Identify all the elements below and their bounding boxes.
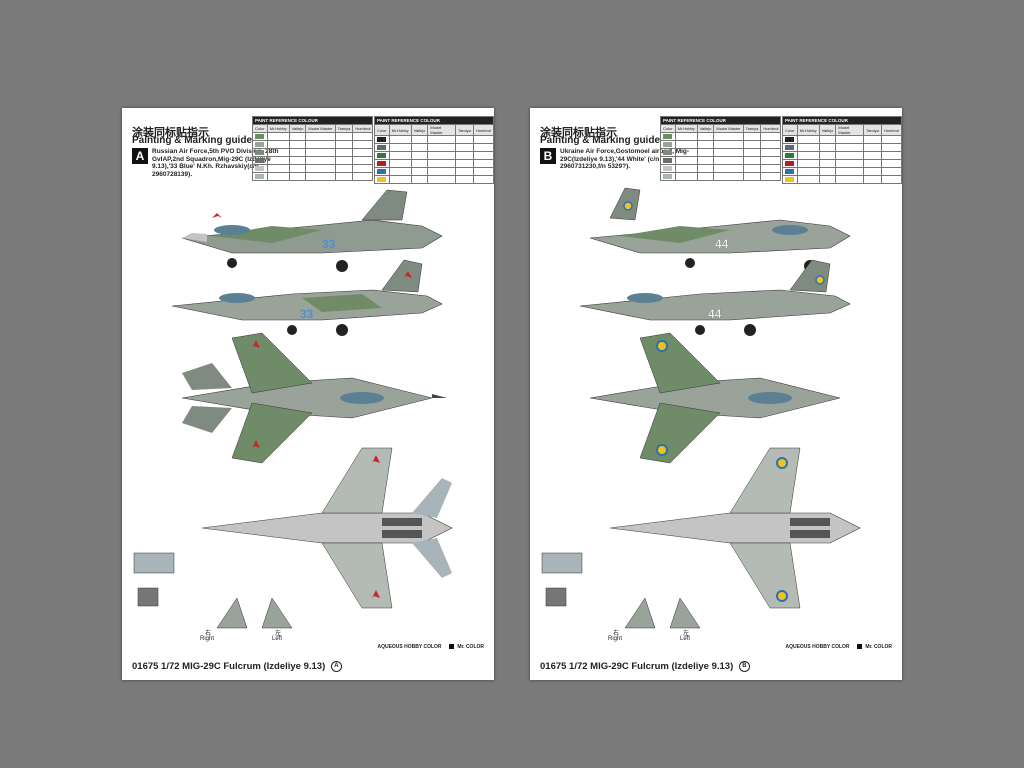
page-title: Painting & Marking guide <box>540 135 661 146</box>
left-label-cn: 左 <box>683 631 690 637</box>
page-title: Painting & Marking guide <box>132 135 253 146</box>
aqueous-legend: AQUEOUS HOBBY COLOR <box>377 644 442 650</box>
svg-text:44: 44 <box>708 307 722 321</box>
aircraft-illustrations: 44 44 <box>541 187 861 629</box>
svg-text:44: 44 <box>715 237 729 251</box>
aircraft-side-view-left: 44 <box>579 259 851 336</box>
color-swatch <box>255 158 264 164</box>
table-header: Model Master <box>835 124 865 136</box>
aircraft-top-view <box>181 332 447 464</box>
footer-mark: B <box>738 660 750 672</box>
seat-detail <box>137 587 159 607</box>
mrcolor-legend-box <box>448 644 454 650</box>
color-swatch <box>377 161 386 167</box>
mrcolor-legend-box <box>856 644 862 650</box>
left-label: Left <box>272 636 283 642</box>
color-swatch <box>377 145 386 151</box>
color-swatch <box>255 174 264 180</box>
page-title-cn: 涂装同标贴指示 <box>132 127 209 139</box>
tail-fin-right <box>216 597 248 629</box>
color-legend: AQUEOUS HOBBY COLOR Mr. COLOR <box>377 644 484 650</box>
table-header: Mr.Hobby <box>796 124 820 136</box>
paint-reference-table-left: PAINT REFERENCE COLOUR Color Mr.Hobby Va… <box>251 116 374 181</box>
left-label: Left <box>680 636 691 642</box>
scheme-description: Ukraine Air Force,Gostomoel airport, Mig… <box>560 148 690 170</box>
paint-reference-table-left: PAINT REFERENCE COLOUR Color Mr.Hobby Va… <box>659 116 782 181</box>
color-swatch <box>377 177 386 183</box>
footer-text: 01675 1/72 MIG-29C Fulcrum (Izdeliye 9.1… <box>132 661 326 672</box>
right-label: Right <box>200 636 215 642</box>
color-swatch <box>255 166 264 172</box>
color-swatch <box>255 134 264 140</box>
page-footer: 01675 1/72 MIG-29C Fulcrum (Izdeliye 9.1… <box>132 660 342 672</box>
tail-fin-left <box>261 597 293 629</box>
color-swatch <box>377 153 386 159</box>
aircraft-side-view-right: 33 <box>181 189 443 272</box>
paint-reference-table-right: PAINT REFERENCE COLOUR Color Mr.Hobby Va… <box>374 116 495 184</box>
right-label-cn: 右 <box>205 631 212 637</box>
footer-mark: A <box>330 660 342 672</box>
right-label: Right <box>608 636 623 642</box>
aircraft-bottom-view <box>609 447 861 609</box>
mrcolor-legend: Mr. COLOR <box>865 644 892 650</box>
scheme-badge: A <box>132 148 148 164</box>
paint-reference-table-right: PAINT REFERENCE COLOUR Color Mr.Hobby Va… <box>782 116 903 184</box>
color-legend: AQUEOUS HOBBY COLOR Mr. COLOR <box>785 644 892 650</box>
left-label-cn: 左 <box>275 631 282 637</box>
aircraft-illustrations: 33 33 <box>133 189 453 629</box>
tail-number: 33 <box>322 237 336 251</box>
aircraft-side-view-right: 44 <box>589 187 851 272</box>
svg-text:33: 33 <box>300 307 314 321</box>
page-footer: 01675 1/72 MIG-29C Fulcrum (Izdeliye 9.1… <box>540 660 750 672</box>
marking-guide-page-a: 涂装同标贴指示 Painting & Marking guide A Russi… <box>122 108 495 680</box>
scheme-description: Russian Air Force,5th PVO Division, 28th… <box>152 148 279 178</box>
aircraft-bottom-view <box>201 447 453 609</box>
page-title-cn: 涂装同标贴指示 <box>540 127 617 139</box>
color-swatch <box>255 150 264 156</box>
footer-text: 01675 1/72 MIG-29C Fulcrum (Izdeliye 9.1… <box>540 661 734 672</box>
color-swatch <box>377 169 386 175</box>
right-label-cn: 右 <box>613 631 620 637</box>
aircraft-top-view <box>589 332 841 464</box>
color-swatch <box>255 142 264 148</box>
cockpit-detail <box>133 552 175 574</box>
marking-guide-page-b: 涂装同标贴指示 Painting & Marking guide B Ukrai… <box>530 108 903 680</box>
aircraft-side-view-left: 33 <box>171 259 443 336</box>
aqueous-legend: AQUEOUS HOBBY COLOR <box>785 644 850 650</box>
scheme-badge: B <box>540 148 556 164</box>
mrcolor-legend: Mr. COLOR <box>457 644 484 650</box>
color-swatch <box>377 137 386 143</box>
